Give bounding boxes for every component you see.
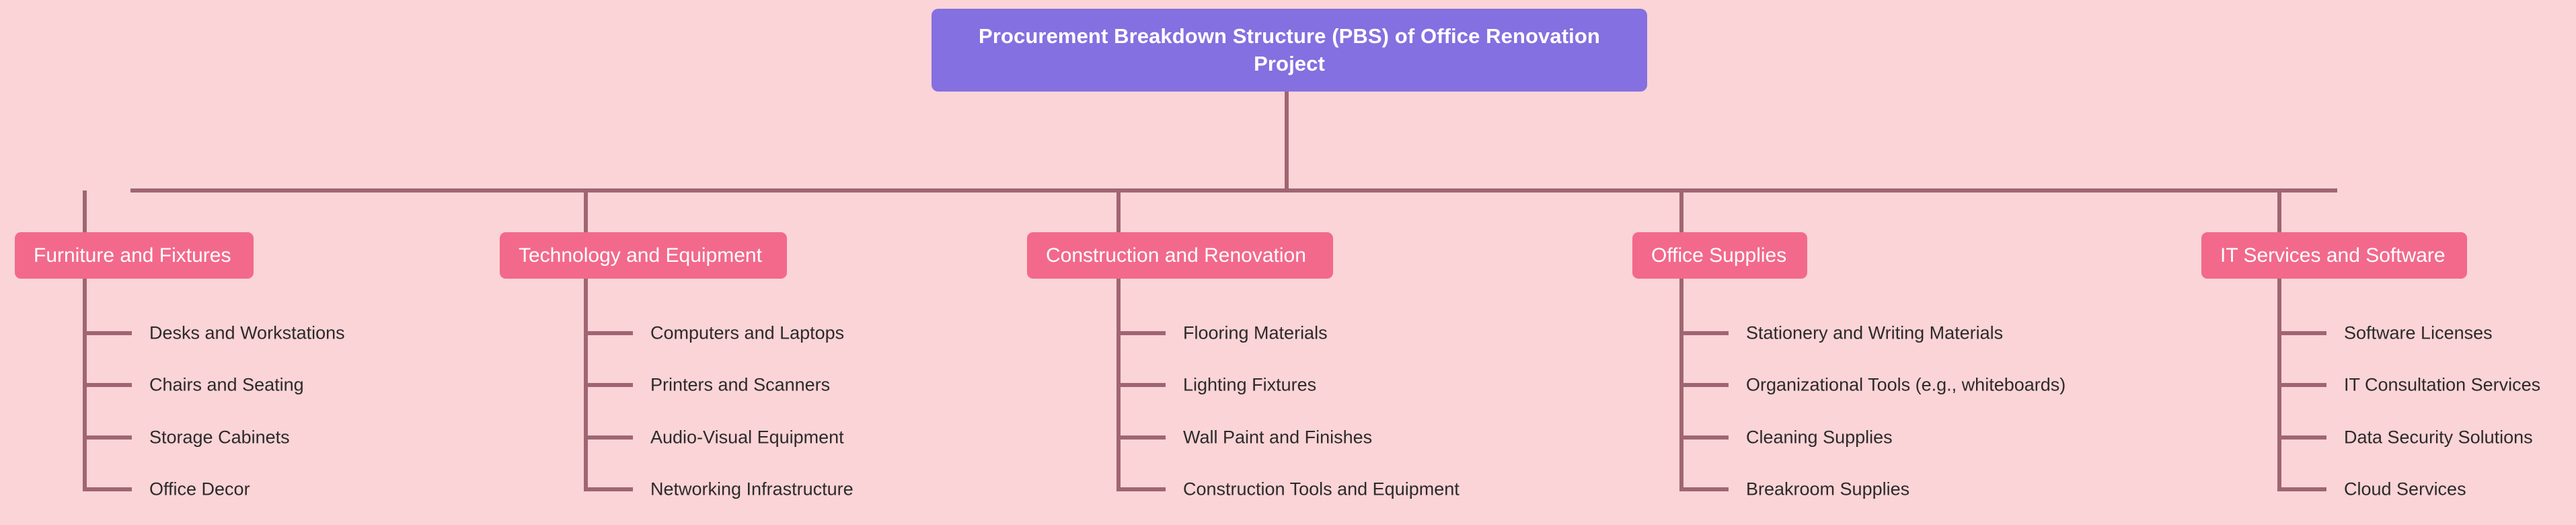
leaf-node-label: Organizational Tools (e.g., whiteboards) (1746, 374, 2066, 395)
leaf-node-label: Storage Cabinets (149, 427, 290, 448)
leaf-node-label: IT Consultation Services (2344, 374, 2541, 395)
branch-bus-connector (130, 188, 2337, 193)
branch-node-0[interactable]: Furniture and Fixtures (15, 232, 254, 279)
leaf-stub-connector-1-3 (584, 487, 633, 491)
leaf-node-label: Software Licenses (2344, 322, 2493, 343)
leaf-stub-connector-1-1 (584, 383, 633, 387)
root-node[interactable]: Procurement Breakdown Structure (PBS) of… (932, 9, 1647, 92)
leaf-stub-connector-4-1 (2277, 383, 2326, 387)
leaf-stub-connector-0-1 (83, 383, 132, 387)
branch-drop-connector-1 (584, 190, 588, 232)
branch-drop-connector-2 (1116, 190, 1121, 232)
leaf-stub-connector-4-3 (2277, 487, 2326, 491)
branch-node-label: Construction and Renovation (1046, 244, 1306, 267)
leaf-node-label: Audio-Visual Equipment (650, 427, 844, 448)
leaf-stub-connector-3-2 (1679, 435, 1729, 440)
leaf-node-label: Networking Infrastructure (650, 479, 854, 499)
leaf-node-label: Construction Tools and Equipment (1183, 479, 1460, 499)
leaf-stub-connector-2-1 (1116, 383, 1166, 387)
leaf-node-label: Cloud Services (2344, 479, 2466, 499)
leaf-node-label: Chairs and Seating (149, 374, 304, 395)
leaf-node-label: Flooring Materials (1183, 322, 1328, 343)
branch-node-2[interactable]: Construction and Renovation (1027, 232, 1333, 279)
leaf-stub-connector-4-2 (2277, 435, 2326, 440)
leaf-node-label: Lighting Fixtures (1183, 374, 1317, 395)
branch-node-3[interactable]: Office Supplies (1632, 232, 1807, 279)
leaf-node-label: Computers and Laptops (650, 322, 845, 343)
leaf-node-label: Wall Paint and Finishes (1183, 427, 1373, 448)
leaf-stub-connector-2-2 (1116, 435, 1166, 440)
branch-node-label: Office Supplies (1651, 244, 1787, 267)
leaf-stub-connector-4-0 (2277, 331, 2326, 335)
branch-node-label: Technology and Equipment (519, 244, 762, 267)
leaf-stub-connector-3-1 (1679, 383, 1729, 387)
branch-node-label: IT Services and Software (2220, 244, 2446, 267)
leaf-node-label: Data Security Solutions (2344, 427, 2533, 448)
leaf-stub-connector-3-0 (1679, 331, 1729, 335)
root-stem-connector (1285, 92, 1289, 190)
branch-drop-connector-0 (83, 190, 87, 232)
leaf-node-label: Stationery and Writing Materials (1746, 322, 2004, 343)
leaf-stub-connector-1-2 (584, 435, 633, 440)
leaf-stub-connector-0-2 (83, 435, 132, 440)
root-node-label: Procurement Breakdown Structure (PBS) of… (979, 24, 1600, 75)
leaf-stub-connector-0-0 (83, 331, 132, 335)
leaf-node-label: Breakroom Supplies (1746, 479, 1910, 499)
leaf-stub-connector-1-0 (584, 331, 633, 335)
leaf-stub-connector-3-3 (1679, 487, 1729, 491)
branch-drop-connector-3 (1679, 190, 1683, 232)
leaf-stub-connector-0-3 (83, 487, 132, 491)
branch-node-1[interactable]: Technology and Equipment (500, 232, 787, 279)
leaf-node-label: Desks and Workstations (149, 322, 345, 343)
branch-drop-connector-4 (2277, 190, 2281, 232)
leaf-node-label: Printers and Scanners (650, 374, 831, 395)
branch-node-label: Furniture and Fixtures (34, 244, 231, 267)
branch-node-4[interactable]: IT Services and Software (2201, 232, 2467, 279)
leaf-node-label: Cleaning Supplies (1746, 427, 1893, 448)
leaf-stub-connector-2-3 (1116, 487, 1166, 491)
leaf-stub-connector-2-0 (1116, 331, 1166, 335)
leaf-node-label: Office Decor (149, 479, 250, 499)
